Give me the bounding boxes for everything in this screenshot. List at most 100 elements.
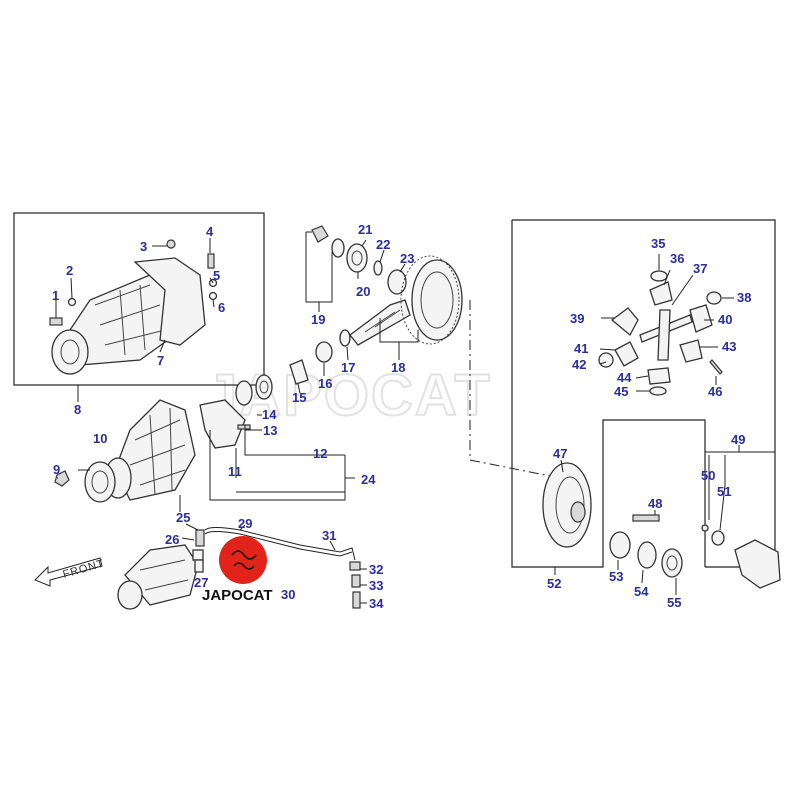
callout-9: 9 xyxy=(53,462,60,477)
callout-39: 39 xyxy=(570,311,584,326)
clamp-33 xyxy=(351,574,361,588)
callout-45: 45 xyxy=(614,384,628,399)
japocat-logo: JAPOCAT xyxy=(202,536,273,604)
front-label: FRONT xyxy=(62,558,107,581)
snap-ring-50 xyxy=(701,524,709,532)
callout-35: 35 xyxy=(651,236,665,251)
callout-25: 25 xyxy=(176,510,190,525)
bearing-21 xyxy=(346,243,368,273)
callout-47: 47 xyxy=(553,446,567,461)
rear-housing-group xyxy=(49,239,218,375)
washer-38 xyxy=(706,291,722,305)
pinion-gear-41 xyxy=(614,341,639,367)
housing-bolt xyxy=(207,253,215,269)
side-flange xyxy=(734,539,781,589)
carrier-group xyxy=(54,341,333,503)
callout-29: 29 xyxy=(238,516,252,531)
callout-24: 24 xyxy=(361,472,376,487)
callout-52: 52 xyxy=(547,576,561,591)
callout-10: 10 xyxy=(93,431,107,446)
side-gear-40 xyxy=(689,304,713,333)
adjusting-nut xyxy=(235,380,253,406)
callout-30: 30 xyxy=(281,587,295,602)
callout-12: 12 xyxy=(313,446,327,461)
callout-40: 40 xyxy=(718,312,732,327)
callout-26: 26 xyxy=(165,532,179,547)
pinion-gear-36 xyxy=(649,281,673,306)
callout-55: 55 xyxy=(667,595,681,610)
callout-20: 20 xyxy=(356,284,370,299)
washer-45 xyxy=(649,386,667,396)
shim-54 xyxy=(637,541,657,569)
stud xyxy=(49,317,63,326)
pinion-gear-43 xyxy=(679,339,703,363)
callout-23: 23 xyxy=(400,251,414,266)
callout-21: 21 xyxy=(358,222,372,237)
washer-35 xyxy=(650,270,668,282)
breather-hose xyxy=(204,527,356,561)
callout-48: 48 xyxy=(648,496,662,511)
callout-labels: 1 2 3 4 5 6 7 8 9 10 11 12 13 14 15 16 1… xyxy=(52,222,751,611)
callout-54: 54 xyxy=(634,584,649,599)
callout-5: 5 xyxy=(213,268,220,283)
oring-51 xyxy=(711,530,725,546)
callout-17: 17 xyxy=(341,360,355,375)
pinion-shim xyxy=(339,329,351,347)
spacer-15 xyxy=(289,359,309,385)
callout-31: 31 xyxy=(322,528,336,543)
housing-gasket xyxy=(133,257,206,346)
callout-3: 3 xyxy=(140,239,147,254)
callout-38: 38 xyxy=(737,290,751,305)
callout-32: 32 xyxy=(369,562,383,577)
bearing-23 xyxy=(387,269,407,295)
callout-37: 37 xyxy=(693,261,707,276)
callout-11: 11 xyxy=(228,464,242,479)
front-arrow: FRONT xyxy=(34,557,107,587)
callout-14: 14 xyxy=(262,407,277,422)
logo-mark xyxy=(219,536,267,584)
callout-22: 22 xyxy=(376,237,390,252)
callout-43: 43 xyxy=(722,339,736,354)
spacer-22 xyxy=(373,260,383,276)
center-line xyxy=(469,300,561,479)
lock-pin xyxy=(709,359,723,375)
differential-frame-left xyxy=(511,220,706,568)
oil-seal-10 xyxy=(84,461,116,503)
callout-16: 16 xyxy=(318,376,332,391)
callout-18: 18 xyxy=(391,360,405,375)
housing-flange xyxy=(51,329,89,375)
hose-fitting-32 xyxy=(349,561,361,571)
callout-8: 8 xyxy=(74,402,81,417)
bearing-16 xyxy=(315,341,333,363)
callout-50: 50 xyxy=(701,468,715,483)
differential-group xyxy=(542,270,781,589)
callout-41: 41 xyxy=(574,341,588,356)
callout-44: 44 xyxy=(617,370,632,385)
carrier-housing xyxy=(114,399,196,501)
cap-bolt xyxy=(237,424,251,430)
housing-frame xyxy=(13,212,265,386)
hose-clip-27 xyxy=(194,559,204,573)
filler-washer xyxy=(67,297,77,307)
breather-plug xyxy=(166,239,176,249)
callout-46: 46 xyxy=(708,384,722,399)
pinion-group xyxy=(311,225,463,347)
washer-42 xyxy=(598,352,614,368)
nut xyxy=(208,291,218,301)
callout-33: 33 xyxy=(369,578,383,593)
side-bearing-53 xyxy=(609,531,631,559)
side-gear-39 xyxy=(610,307,639,337)
callout-27: 27 xyxy=(194,575,208,590)
callout-4: 4 xyxy=(206,224,214,239)
callout-19: 19 xyxy=(311,312,325,327)
callout-13: 13 xyxy=(263,423,277,438)
pinion-shaft-cross xyxy=(657,309,671,361)
callout-6: 6 xyxy=(218,300,225,315)
callout-2: 2 xyxy=(66,263,73,278)
ring-gear xyxy=(411,259,463,341)
callout-1: 1 xyxy=(52,288,59,303)
case-bolt xyxy=(632,514,660,522)
callout-7: 7 xyxy=(157,353,164,368)
pinion-gear-44 xyxy=(647,367,671,385)
